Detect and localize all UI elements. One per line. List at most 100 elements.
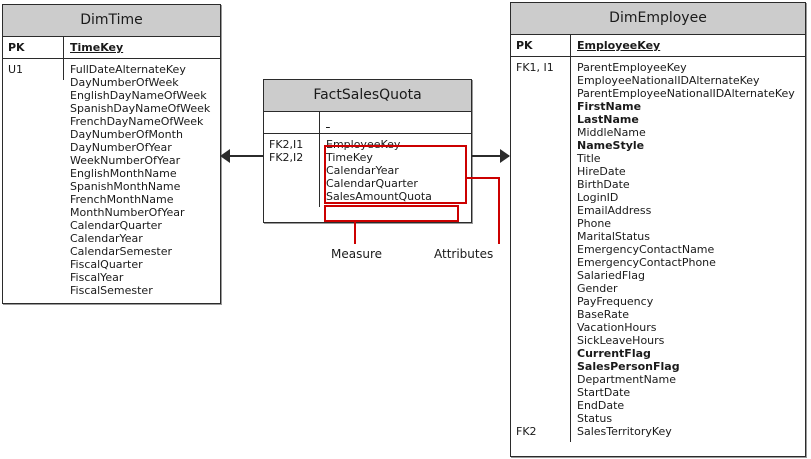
dim-time-field: SpanishDayNameOfWeek: [70, 102, 211, 115]
dim-employee-field: LastName: [577, 113, 639, 126]
dim-employee-field: SickLeaveHours: [577, 334, 665, 347]
dim-time-field: DayNumberOfWeek: [70, 76, 179, 89]
dim-time-field: CalendarQuarter: [70, 219, 162, 232]
dim-employee-attr-section: FK1, I1: [511, 57, 805, 442]
annotation-attributes: Attributes: [434, 247, 494, 261]
dim-employee-key-flag-fk2: FK2: [516, 425, 537, 438]
dim-time-key-flag: U1: [8, 63, 24, 76]
fact-sales-quota-field: CalendarYear: [326, 164, 399, 177]
dim-time-field-list: FullDateAlternateKey DayNumberOfWeek Eng…: [64, 59, 220, 301]
dim-employee-field: Title: [577, 152, 601, 165]
entity-fact-sales-quota[interactable]: FactSalesQuota FK2,I1 FK2,I2 EmployeeKey…: [263, 79, 472, 223]
keycol-spacer: [516, 399, 566, 412]
keycol-spacer: [516, 230, 566, 243]
keycol-spacer: [516, 321, 566, 334]
dim-employee-field: MiddleName: [577, 126, 646, 139]
dim-employee-field: EmployeeNationalIDAlternateKey: [577, 74, 760, 87]
dim-time-field: DayNumberOfMonth: [70, 128, 183, 141]
keycol-spacer: [516, 165, 566, 178]
keycol-spacer: [516, 360, 566, 373]
keycol-spacer: [516, 386, 566, 399]
keycol-spacer: [516, 269, 566, 282]
fact-sales-quota-attr-keys: FK2,I1 FK2,I2: [264, 134, 320, 207]
arrow-left-icon: [220, 149, 230, 163]
dim-employee-field: MaritalStatus: [577, 230, 650, 243]
keycol-spacer: [516, 87, 566, 100]
dim-time-field: FrenchMonthName: [70, 193, 174, 206]
fact-sales-quota-key-section: [264, 112, 471, 134]
dim-employee-pk-field: EmployeeKey: [577, 39, 661, 52]
dim-time-field: WeekNumberOfYear: [70, 154, 181, 167]
dim-employee-field: SalesPersonFlag: [577, 360, 680, 373]
dim-employee-field: BirthDate: [577, 178, 630, 191]
dim-employee-field: ParentEmployeeKey: [577, 61, 687, 74]
entity-title-fact-sales-quota: FactSalesQuota: [264, 80, 471, 112]
dim-employee-field: HireDate: [577, 165, 626, 178]
dim-employee-attr-keys: FK1, I1: [511, 57, 571, 442]
fact-sales-quota-measure-field: SalesAmountQuota: [326, 190, 432, 203]
fact-sales-quota-pk-field: [320, 112, 471, 133]
keycol-spacer: [516, 191, 566, 204]
keycol-spacer: [516, 204, 566, 217]
keycol-spacer: [516, 347, 566, 360]
keycol-spacer: [516, 74, 566, 87]
keycol-spacer: [516, 113, 566, 126]
entity-title-dim-time: DimTime: [3, 5, 220, 37]
leader-line-measure: [354, 222, 356, 244]
keycol-spacer: [516, 373, 566, 386]
leader-line-attributes-horizontal: [467, 177, 500, 179]
keycol-spacer: [516, 139, 566, 152]
fact-sales-quota-attr-section: FK2,I1 FK2,I2 EmployeeKey TimeKey Calend…: [264, 134, 471, 207]
dim-employee-field: StartDate: [577, 386, 631, 399]
dim-employee-field: FirstName: [577, 100, 642, 113]
dim-employee-field: BaseRate: [577, 308, 630, 321]
dim-time-field: EnglishMonthName: [70, 167, 177, 180]
dim-time-attr-keys: U1: [3, 59, 64, 80]
dim-employee-key-section: PK EmployeeKey: [511, 35, 805, 57]
relationship-line-fact-to-dim-time: [228, 155, 264, 157]
keycol-spacer: [516, 256, 566, 269]
keycol-spacer: [516, 412, 566, 425]
dim-employee-field: VacationHours: [577, 321, 657, 334]
dim-time-field: FullDateAlternateKey: [70, 63, 186, 76]
dim-time-field: CalendarYear: [70, 232, 143, 245]
keycol-spacer: [516, 217, 566, 230]
leader-line-attributes-vertical: [498, 177, 500, 244]
relationship-line-fact-to-dim-employee: [471, 155, 509, 157]
dim-employee-field: EmailAddress: [577, 204, 652, 217]
dim-employee-field: EmergencyContactName: [577, 243, 715, 256]
dim-time-field: SpanishMonthName: [70, 180, 181, 193]
dim-time-field: MonthNumberOfYear: [70, 206, 185, 219]
dim-employee-field: NameStyle: [577, 139, 645, 152]
keycol-spacer: [516, 334, 566, 347]
dim-employee-field: EmergencyContactPhone: [577, 256, 716, 269]
dim-time-attr-section: U1 FullDateAlternateKey DayNumberOfWeek …: [3, 59, 220, 301]
annotation-measure: Measure: [331, 247, 382, 261]
keycol-spacer: [516, 282, 566, 295]
dim-employee-field: SalesTerritoryKey: [577, 425, 672, 438]
dim-time-field: FiscalSemester: [70, 284, 153, 297]
dim-employee-field: Phone: [577, 217, 612, 230]
dim-time-field: CalendarSemester: [70, 245, 173, 258]
fact-sales-quota-field: EmployeeKey: [326, 138, 401, 151]
dim-time-field: EnglishDayNameOfWeek: [70, 89, 207, 102]
entity-dim-employee[interactable]: DimEmployee PK EmployeeKey FK1, I1: [510, 2, 806, 457]
entity-dim-time[interactable]: DimTime PK TimeKey U1 FullDateAlternateK…: [2, 4, 221, 304]
dim-employee-field: Status: [577, 412, 613, 425]
dim-employee-field: CurrentFlag: [577, 347, 651, 360]
keycol-spacer: [516, 100, 566, 113]
keycol-spacer: [516, 126, 566, 139]
keycol-spacer: [516, 178, 566, 191]
fact-sales-quota-pk-label: [264, 112, 320, 133]
arrow-right-icon: [500, 149, 510, 163]
dim-employee-field: PayFrequency: [577, 295, 654, 308]
fact-sales-quota-field: TimeKey: [326, 151, 373, 164]
dim-time-key-section: PK TimeKey: [3, 37, 220, 59]
fact-sales-quota-key-flag: FK2,I2: [269, 151, 304, 164]
dim-time-field: FiscalQuarter: [70, 258, 143, 271]
dim-employee-field: DepartmentName: [577, 373, 677, 386]
dim-time-field: FrenchDayNameOfWeek: [70, 115, 204, 128]
dim-time-field: DayNumberOfYear: [70, 141, 172, 154]
dim-employee-field: SalariedFlag: [577, 269, 645, 282]
dim-employee-key-flag-fk1: FK1, I1: [516, 61, 554, 74]
